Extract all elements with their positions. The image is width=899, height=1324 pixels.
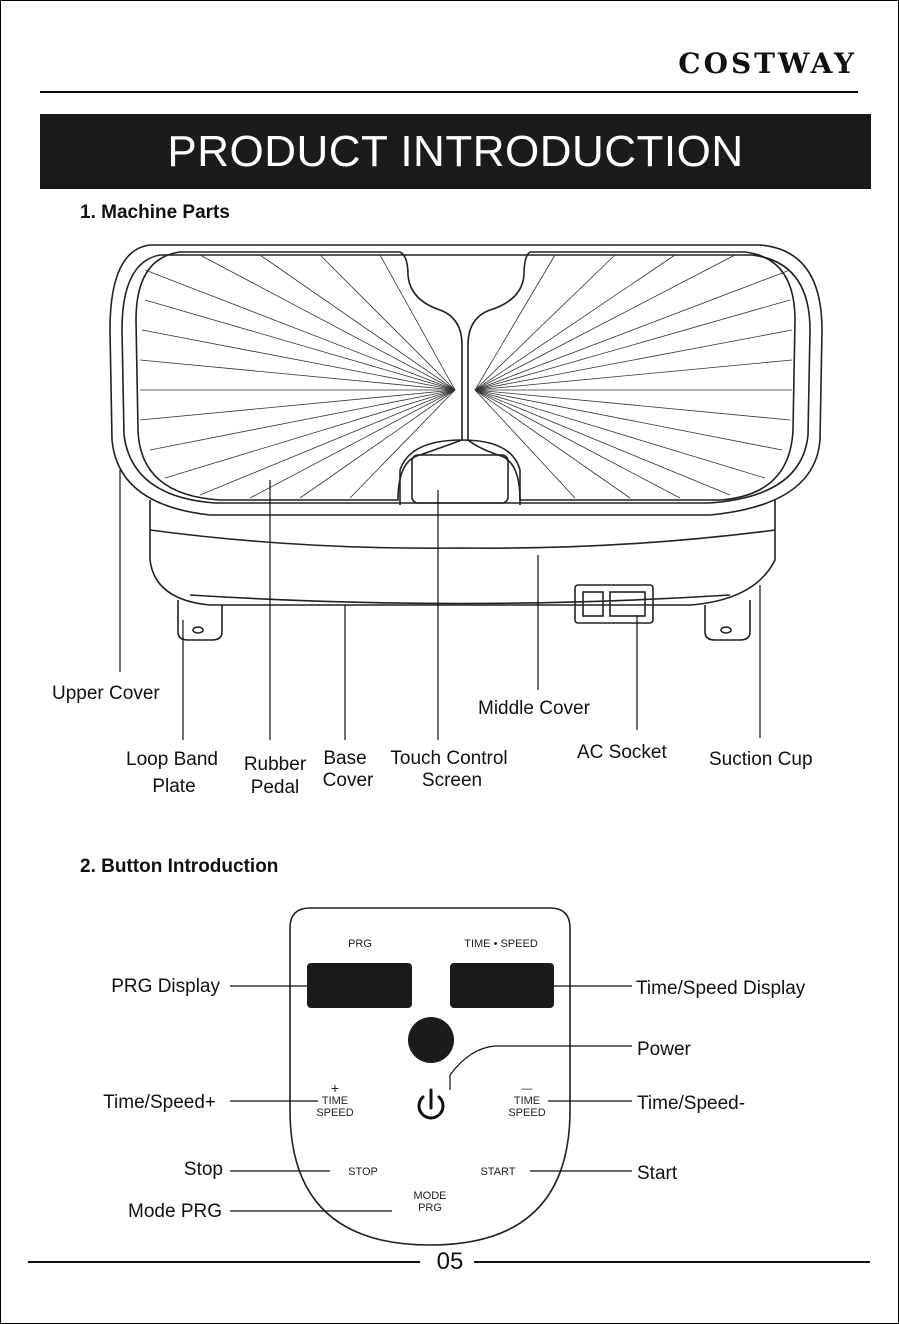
label-rubber-line1: Rubber (244, 754, 307, 775)
panel-plus-speed: SPEED (316, 1107, 353, 1119)
ac-socket-switch (582, 591, 604, 617)
control-panel (289, 907, 571, 1246)
right-foot-hole (720, 626, 732, 634)
panel-start-label: START (480, 1166, 515, 1178)
machine-illustration (109, 244, 823, 641)
ac-socket-shape (574, 584, 654, 624)
label-rubber-line2: Pedal (251, 777, 300, 798)
label-base-line1: Base (323, 748, 366, 769)
label-touch-line2: Screen (422, 770, 482, 791)
page-title: PRODUCT INTRODUCTION (40, 114, 871, 189)
brand-logo: COSTWAY (678, 47, 857, 80)
callout-time-speed-minus: Time/Speed- (637, 1093, 745, 1114)
left-foot (177, 600, 223, 641)
ac-socket-plug (609, 591, 646, 617)
panel-time-speed-label: TIME • SPEED (464, 938, 538, 950)
upper-cover-rim (121, 254, 811, 504)
callout-mode-prg: Mode PRG (128, 1201, 222, 1222)
upper-cover-outer (109, 244, 823, 516)
panel-mode-label: MODE (414, 1190, 447, 1202)
page-number: 05 (436, 1248, 464, 1275)
middle-cover-band (149, 529, 776, 549)
label-loop-band-line1: Loop Band (126, 749, 218, 770)
label-touch-line1: Touch Control (390, 748, 507, 769)
panel-prg-label: PRG (348, 938, 372, 950)
power-icon (417, 1088, 445, 1120)
control-panel-outline (289, 907, 571, 1246)
panel-minus-time: TIME (514, 1095, 540, 1107)
left-foot-hole (192, 626, 204, 634)
label-suction-cup: Suction Cup (709, 749, 813, 770)
time-speed-display-screen (450, 963, 554, 1008)
indicator-circle (408, 1017, 454, 1063)
base-body (149, 500, 776, 606)
panel-minus-speed: SPEED (508, 1107, 545, 1119)
callout-stop: Stop (184, 1159, 223, 1180)
panel-stop-label: STOP (348, 1166, 378, 1178)
label-loop-band-line2: Plate (152, 776, 195, 797)
touch-control-screen-shape (411, 454, 509, 504)
footer-line-left (28, 1261, 420, 1263)
label-middle-cover: Middle Cover (478, 698, 591, 719)
header-rule (40, 91, 858, 93)
label-base-line2: Cover (323, 770, 374, 791)
machine-leader-lines (119, 470, 761, 740)
section-heading-machine-parts: 1. Machine Parts (80, 202, 230, 223)
panel-plus-symbol: + (331, 1080, 339, 1096)
rubber-pedal-hatching (139, 254, 793, 499)
base-lower-edge (189, 594, 731, 605)
right-foot (704, 600, 751, 641)
panel-minus-symbol: — (522, 1083, 533, 1095)
label-upper-cover: Upper Cover (52, 683, 160, 704)
callout-prg-display: PRG Display (111, 976, 220, 997)
panel-plus-time: TIME (322, 1095, 348, 1107)
touch-control-recess (399, 439, 521, 505)
callout-time-speed-plus: Time/Speed+ (103, 1092, 216, 1113)
prg-display-screen (307, 963, 412, 1008)
label-ac-socket: AC Socket (577, 742, 667, 763)
left-pedal-outline (135, 251, 463, 501)
callout-start: Start (637, 1163, 678, 1184)
section-heading-button-introduction: 2. Button Introduction (80, 856, 279, 877)
footer-line-right (474, 1261, 870, 1263)
callout-time-speed-display: Time/Speed Display (636, 978, 806, 999)
callout-power: Power (637, 1039, 692, 1060)
panel-mode-prg-label: PRG (418, 1202, 442, 1214)
panel-leader-lines (230, 985, 632, 1212)
